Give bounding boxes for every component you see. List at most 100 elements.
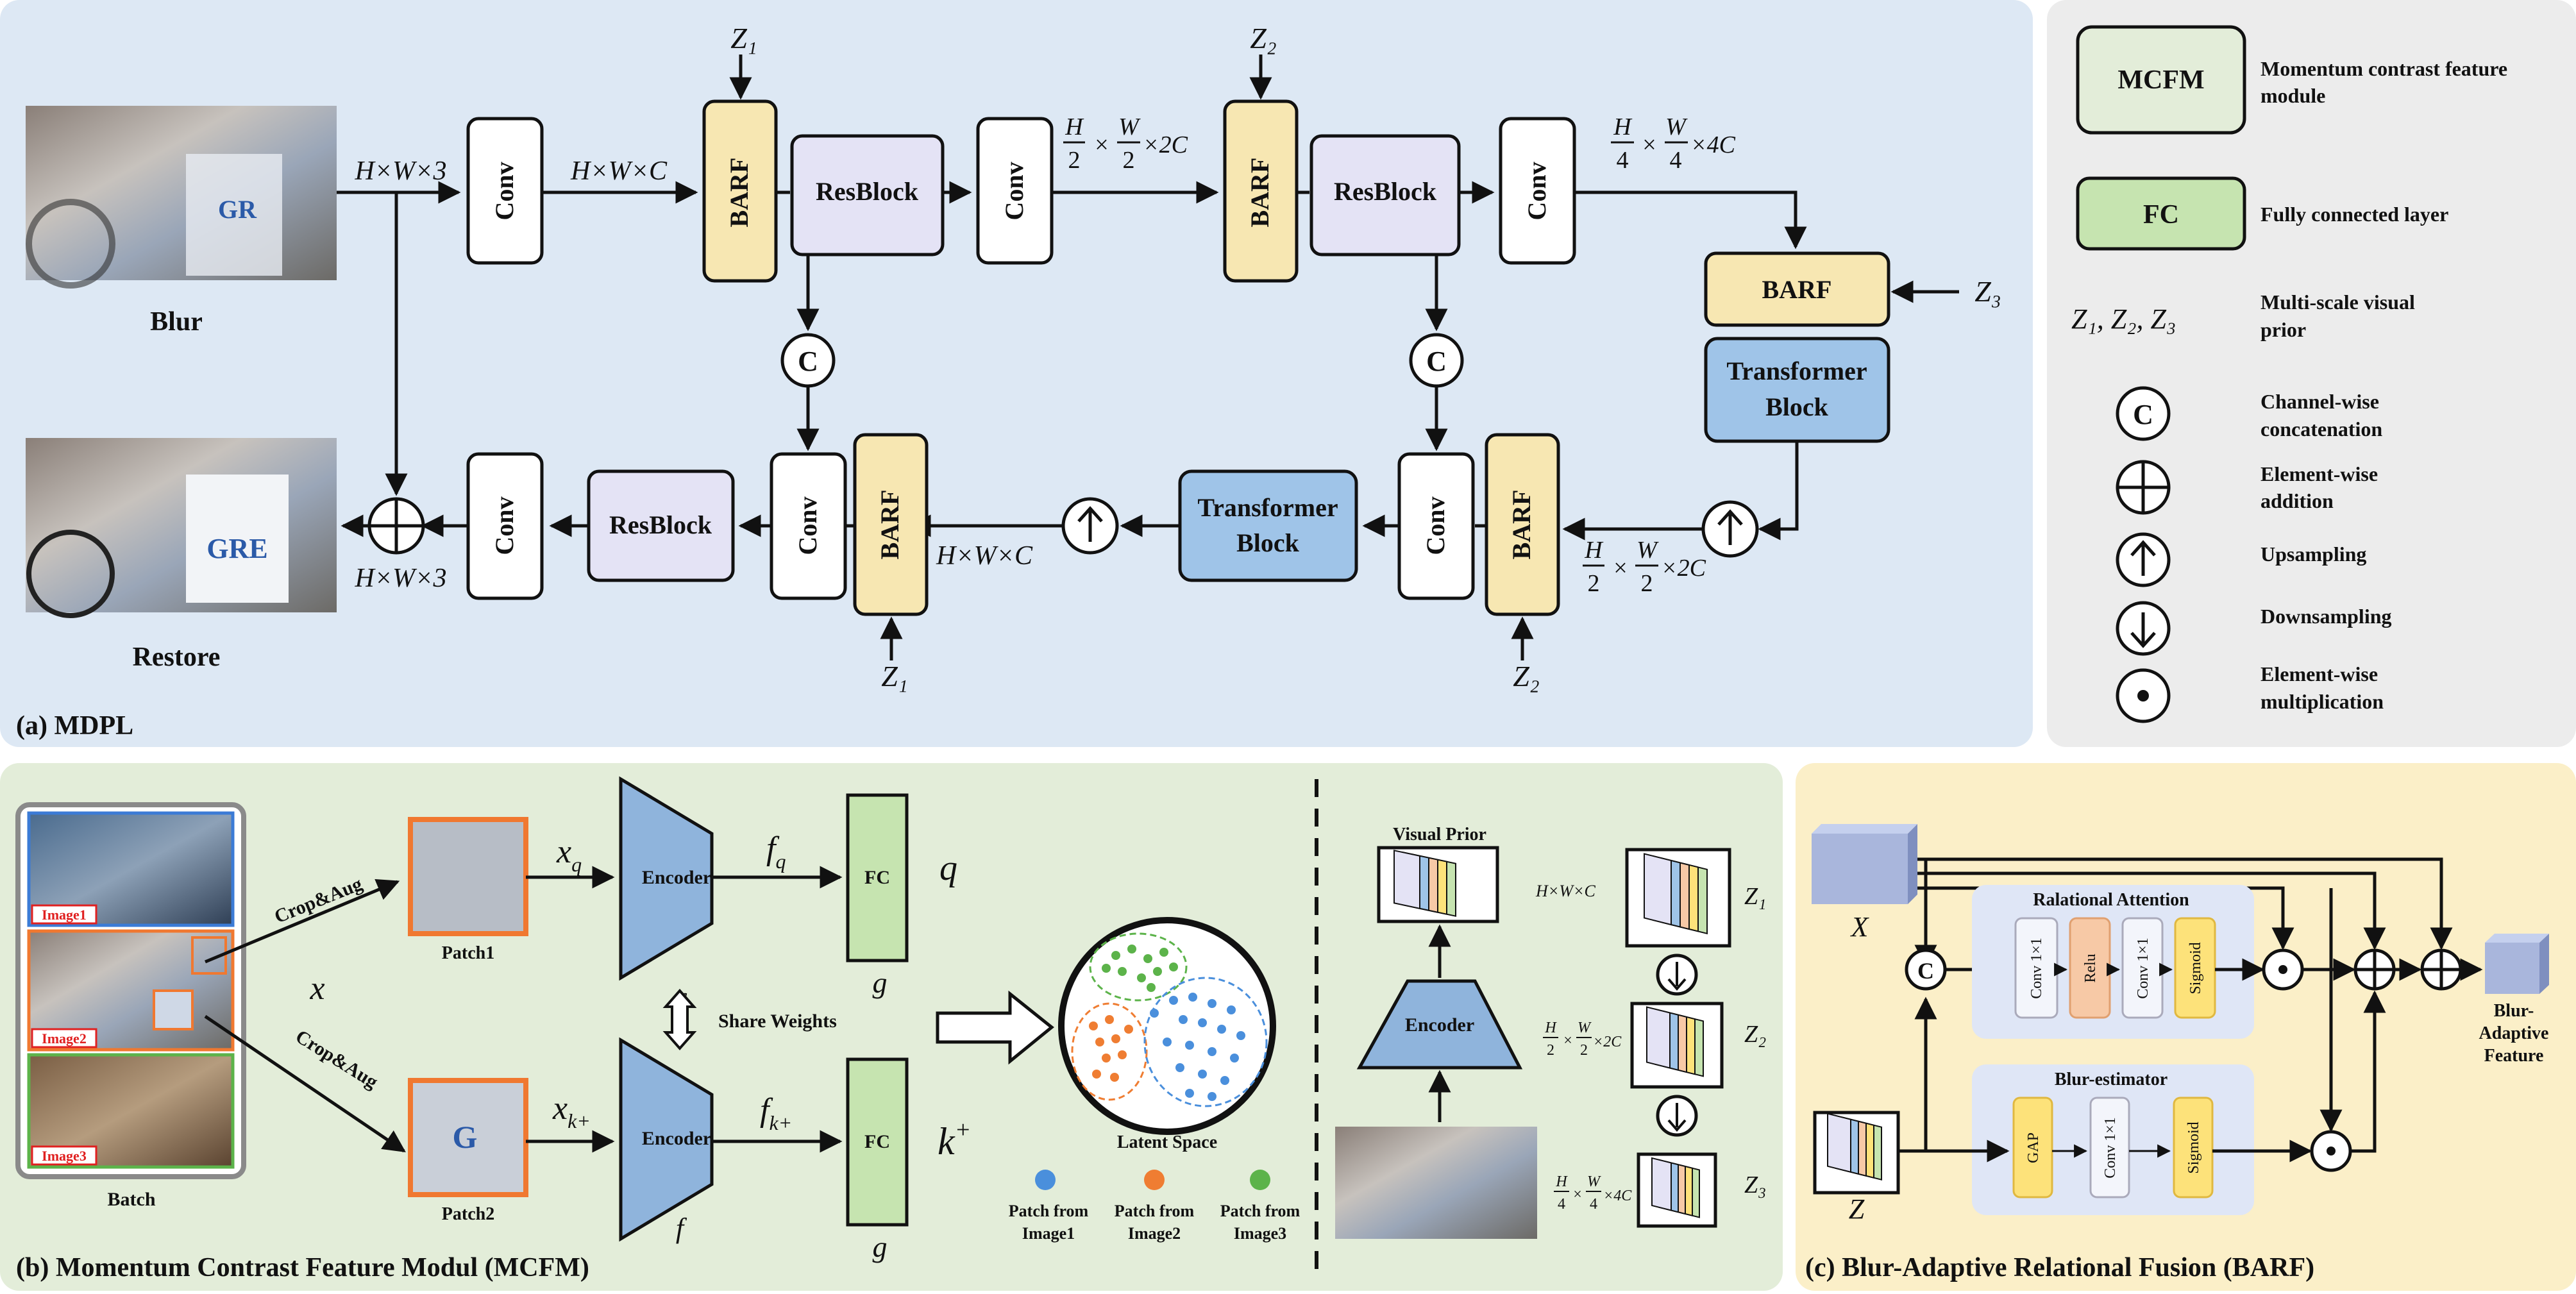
legend-mcfm-desc: Momentum contrast feature: [2260, 57, 2507, 80]
latent-space-circle: [1058, 917, 1276, 1135]
svg-text:×2C: ×2C: [1143, 131, 1188, 158]
share-weights-label: Share Weights: [718, 1011, 837, 1032]
visual-prior-encoder: [1356, 979, 1523, 1070]
panel-b: Image1 Image2 Image3 Batch x Crop&Aug Cr…: [15, 776, 1766, 1282]
downsample-node-1: [1656, 954, 1698, 996]
share-weights-arrow: [662, 988, 697, 1051]
mapping-arrow: [936, 990, 1054, 1065]
barf-add-node-1: [2353, 948, 2396, 991]
svg-text:×4C: ×4C: [1690, 131, 1736, 158]
panel-a: GR Blur GRE Restore H×W×3 Conv H×W×C BAR…: [16, 22, 2001, 741]
svg-text:4: 4: [1558, 1196, 1565, 1213]
legend-mcfm-desc-2: module: [2260, 84, 2325, 107]
dim-hwc-bottom: H×W×C: [936, 541, 1033, 571]
svg-text:C: C: [2133, 399, 2153, 430]
g-label-key: g: [873, 1231, 888, 1263]
panel-c: X Z C Ralational Attention: [1805, 824, 2549, 1282]
downsample-node-2: [1656, 1095, 1698, 1137]
encoder-label: Encoder: [642, 867, 711, 888]
legend-fc-desc: Fully connected layer: [2260, 203, 2448, 226]
svg-text:GR: GR: [218, 195, 257, 224]
q-label: q: [939, 848, 957, 888]
svg-text:×2C: ×2C: [1661, 555, 1706, 582]
legend-z-desc-2: prior: [2260, 318, 2306, 341]
barf-block-right: [1704, 251, 1890, 327]
svg-text:W: W: [1637, 537, 1659, 564]
be-gap-block: [2012, 1097, 2053, 1198]
panel-c-caption: (c) Blur-Adaptive Relational Fusion (BAR…: [1805, 1253, 2314, 1282]
image1-label: Image1: [42, 907, 87, 923]
patch2-label: Patch2: [442, 1204, 494, 1224]
be-conv-block: [2089, 1097, 2130, 1198]
svg-text:4: 4: [1617, 147, 1629, 174]
conv-label: Conv: [490, 496, 519, 555]
svg-text:C: C: [1426, 346, 1447, 377]
svg-text:GRE: GRE: [206, 533, 267, 564]
g-label-query: g: [873, 966, 888, 999]
barf-label: BARF: [1762, 275, 1832, 304]
dim-h2w22c-bottom: H 2 × W 2 ×2C: [1583, 537, 1706, 597]
xq-label: xq: [556, 834, 582, 876]
svg-text:C: C: [798, 346, 818, 377]
visual-prior-label: Visual Prior: [1393, 825, 1486, 844]
encoder-label: Encoder: [1405, 1014, 1474, 1036]
encoder-key: [619, 1037, 714, 1242]
encoder-label: Encoder: [642, 1128, 711, 1149]
z3-right-label: Z₃: [1974, 275, 2001, 308]
patch-from-image3: Patch from: [1220, 1202, 1301, 1220]
z1-top-label: Z₁: [730, 22, 757, 55]
ra-conv2-label: Conv 1×1: [2135, 937, 2151, 999]
svg-text:2: 2: [1123, 147, 1135, 174]
ra-relu-label: Relu: [2082, 954, 2099, 982]
conv-label: Conv: [490, 162, 519, 220]
dim-prior-2c: H 2 × W 2 ×2C: [1543, 1020, 1622, 1059]
conv-label: Conv: [1522, 162, 1551, 220]
prior-z3-stack: [1637, 1152, 1717, 1228]
legend-downsampling-icon: [2116, 601, 2171, 656]
ra-conv1-label: Conv 1×1: [2028, 937, 2045, 999]
legend-addition-desc-2: addition: [2260, 489, 2334, 512]
legend-fc-key: FC: [2143, 200, 2179, 230]
patch-from-image1-2: Image1: [1022, 1224, 1075, 1243]
legend-z-desc: Multi-scale visual: [2260, 290, 2415, 314]
dim-hwc-prior: H×W×C: [1535, 882, 1596, 900]
legend-multiplication-desc-2: multiplication: [2260, 690, 2384, 713]
svg-text:2: 2: [1547, 1042, 1554, 1059]
legend-fc-swatch: [2076, 176, 2246, 251]
patch2-image: [408, 1078, 528, 1197]
concat-node-2: C: [1409, 333, 1464, 388]
legend-addition-desc: Element-wise: [2260, 462, 2378, 485]
svg-text:4: 4: [1590, 1196, 1597, 1213]
patch1-label: Patch1: [442, 943, 494, 963]
dim-h2w22c-top: H 2 × W 2 ×2C: [1063, 113, 1188, 174]
barf-label: BARF: [725, 158, 753, 228]
transformer-label-1: Transformer: [1726, 357, 1867, 385]
legend-concat-desc-2: concatenation: [2260, 417, 2382, 441]
fc-block-key: [846, 1057, 909, 1227]
blur-input-image: GR: [26, 106, 337, 289]
transformer-label-2: Block: [1236, 528, 1300, 557]
dim-hwc-top: H×W×C: [570, 156, 668, 186]
barf-label: BARF: [1245, 158, 1274, 228]
legend-dot-image1: [1035, 1170, 1056, 1190]
k-plus-label: k+: [938, 1116, 971, 1163]
svg-text:W: W: [1578, 1020, 1592, 1036]
blur-estimator-label: Blur-estimator: [2055, 1070, 2168, 1089]
svg-text:H: H: [1555, 1173, 1568, 1190]
upsampling-node-right: [1701, 500, 1759, 558]
xk-label: xk+: [552, 1090, 591, 1132]
svg-text:×: ×: [1613, 555, 1627, 582]
fc-label: FC: [864, 867, 890, 888]
relational-attention-label: Ralational Attention: [2033, 890, 2189, 910]
prior-z1-label: Z₁: [1744, 883, 1766, 910]
legend-downsampling-desc: Downsampling: [2260, 605, 2392, 628]
image2-label: Image2: [42, 1030, 87, 1046]
barf-label: BARF: [875, 490, 904, 560]
svg-text:W: W: [1665, 113, 1688, 140]
ra-sigmoid-label: Sigmoid: [2187, 942, 2204, 994]
z1-bottom-label: Z₁: [881, 660, 908, 693]
batch-label: Batch: [108, 1189, 156, 1210]
be-gap-label: GAP: [2025, 1132, 2042, 1163]
be-sigmoid-block: [2173, 1097, 2214, 1198]
